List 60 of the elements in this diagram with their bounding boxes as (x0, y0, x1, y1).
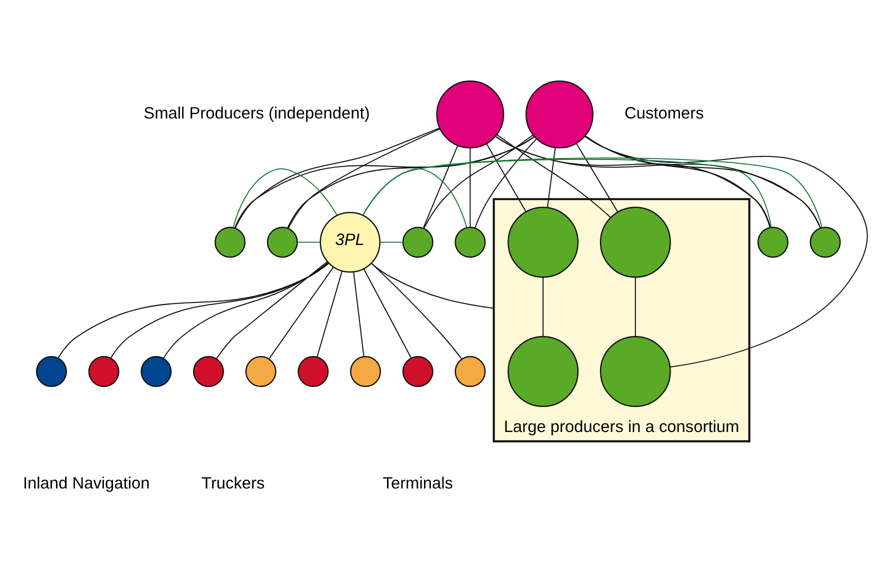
connector (57, 262, 328, 358)
connector (370, 262, 494, 308)
connector (316, 270, 342, 357)
label: Small Producers (independent) (143, 104, 370, 122)
connector (546, 147, 556, 207)
node-circle: 3PL (319, 211, 380, 272)
connector (422, 144, 458, 228)
node-circle (454, 226, 486, 258)
connector (496, 134, 610, 218)
node-circle (809, 226, 840, 258)
connector (495, 136, 770, 228)
connector (474, 138, 536, 228)
label: Terminals (382, 474, 452, 492)
connector (584, 135, 820, 228)
node-circle (507, 336, 578, 407)
node-circle (35, 356, 66, 387)
connector (296, 241, 320, 242)
label: Customers (624, 104, 704, 122)
connector (215, 260, 328, 358)
connector (362, 268, 412, 358)
connector (110, 262, 328, 358)
connector (380, 241, 402, 242)
connector (469, 147, 470, 227)
node-circle (507, 206, 578, 278)
connector (234, 136, 534, 228)
connector (584, 136, 868, 368)
connector (352, 271, 364, 356)
node-circle (350, 356, 380, 387)
node-circle (140, 356, 172, 387)
connector (575, 142, 618, 212)
connector (422, 134, 533, 228)
node-circle (192, 356, 224, 387)
connector (232, 168, 338, 228)
connector (286, 136, 534, 228)
connector (287, 128, 440, 228)
connector (370, 262, 462, 359)
node-circle (599, 336, 670, 407)
node-circle (266, 226, 298, 258)
connector (542, 276, 544, 336)
node-circle (402, 226, 433, 258)
connector (268, 266, 334, 359)
node-circle (297, 356, 328, 387)
node-circle (88, 356, 119, 387)
connector (486, 142, 526, 212)
cluster: Large producers in a consortium (492, 198, 750, 442)
node-circle (214, 226, 246, 258)
node-circle (599, 206, 670, 278)
connector (584, 135, 770, 228)
node-circle (244, 356, 276, 387)
node-circle (525, 80, 593, 148)
node-circle (454, 356, 486, 387)
label: Inland Navigation (22, 474, 150, 492)
node-circle (436, 80, 504, 148)
node-circle (756, 226, 788, 258)
node-circle (402, 356, 433, 387)
connector (162, 262, 328, 358)
connector (234, 127, 440, 228)
connector (634, 276, 636, 336)
connector (494, 136, 820, 228)
label: Truckers (201, 474, 264, 492)
